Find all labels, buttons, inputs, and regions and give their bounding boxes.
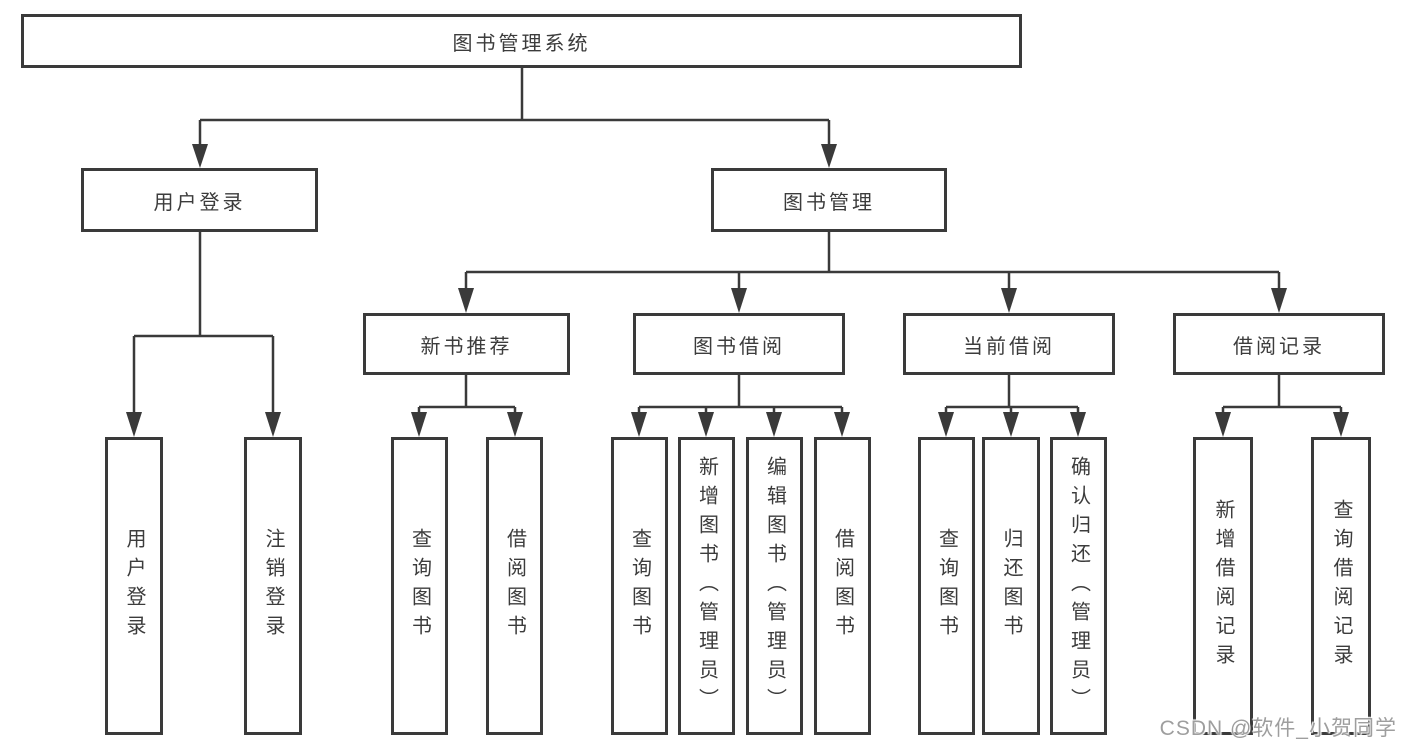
node-label: 当前借阅 [963, 335, 1055, 358]
node-label: 查询图书 [935, 528, 958, 644]
node-label: 用户登录 [123, 528, 145, 644]
node-label: 注销登录 [262, 528, 284, 644]
node-label: 图书管理系统 [452, 32, 591, 55]
leaf-add-books-admin: 新增图书（管理员） [678, 437, 735, 735]
node-label: 用户登录 [153, 191, 246, 214]
node-label: 查询图书 [628, 528, 651, 644]
node-label: 图书借阅 [693, 335, 785, 358]
node-label: 新书推荐 [420, 335, 513, 358]
node-label: 编辑图书（管理员） [763, 455, 786, 717]
leaf-borrow-books-1: 借阅图书 [486, 437, 543, 735]
node-new-book-recommend: 新书推荐 [363, 313, 570, 375]
node-borrow-record: 借阅记录 [1173, 313, 1385, 375]
leaf-query-books-1: 查询图书 [391, 437, 448, 735]
node-label: 借阅图书 [503, 528, 526, 644]
leaf-confirm-return-admin: 确认归还（管理员） [1050, 437, 1107, 735]
leaf-query-borrow-record: 查询借阅记录 [1311, 437, 1371, 735]
node-label: 图书管理 [783, 191, 875, 214]
node-label: 确认归还（管理员） [1067, 455, 1090, 717]
connector-bookborrow-to-leaves [631, 375, 850, 437]
node-book-borrow: 图书借阅 [633, 313, 845, 375]
leaf-query-books-3: 查询图书 [918, 437, 975, 735]
connector-bookmgmt-to-level3 [458, 232, 1287, 313]
connector-userlogin-to-leaves [126, 232, 281, 437]
connector-borrowrecord-to-leaves [1215, 375, 1349, 437]
node-label: 借阅记录 [1233, 335, 1325, 358]
node-label: 查询借阅记录 [1330, 499, 1352, 673]
connector-root-to-level2 [192, 68, 837, 168]
node-book-management-system: 图书管理系统 [21, 14, 1022, 68]
leaf-return-books: 归还图书 [982, 437, 1040, 735]
leaf-logout: 注销登录 [244, 437, 302, 735]
node-current-borrow: 当前借阅 [903, 313, 1115, 375]
leaf-add-borrow-record: 新增借阅记录 [1193, 437, 1253, 735]
node-label: 新增借阅记录 [1212, 499, 1234, 673]
leaf-borrow-books-2: 借阅图书 [814, 437, 871, 735]
node-label: 查询图书 [408, 528, 431, 644]
connector-newbook-to-leaves [411, 375, 523, 437]
connector-currentborrow-to-leaves [938, 375, 1086, 437]
leaf-user-login: 用户登录 [105, 437, 163, 735]
leaf-query-books-2: 查询图书 [611, 437, 668, 735]
csdn-watermark: CSDN @软件_小贺同学 [1159, 717, 1397, 740]
node-label: 归还图书 [1000, 528, 1022, 644]
node-label: 借阅图书 [831, 528, 854, 644]
node-user-login: 用户登录 [81, 168, 318, 232]
leaf-edit-books-admin: 编辑图书（管理员） [746, 437, 803, 735]
node-label: 新增图书（管理员） [695, 455, 718, 717]
node-book-management: 图书管理 [711, 168, 947, 232]
